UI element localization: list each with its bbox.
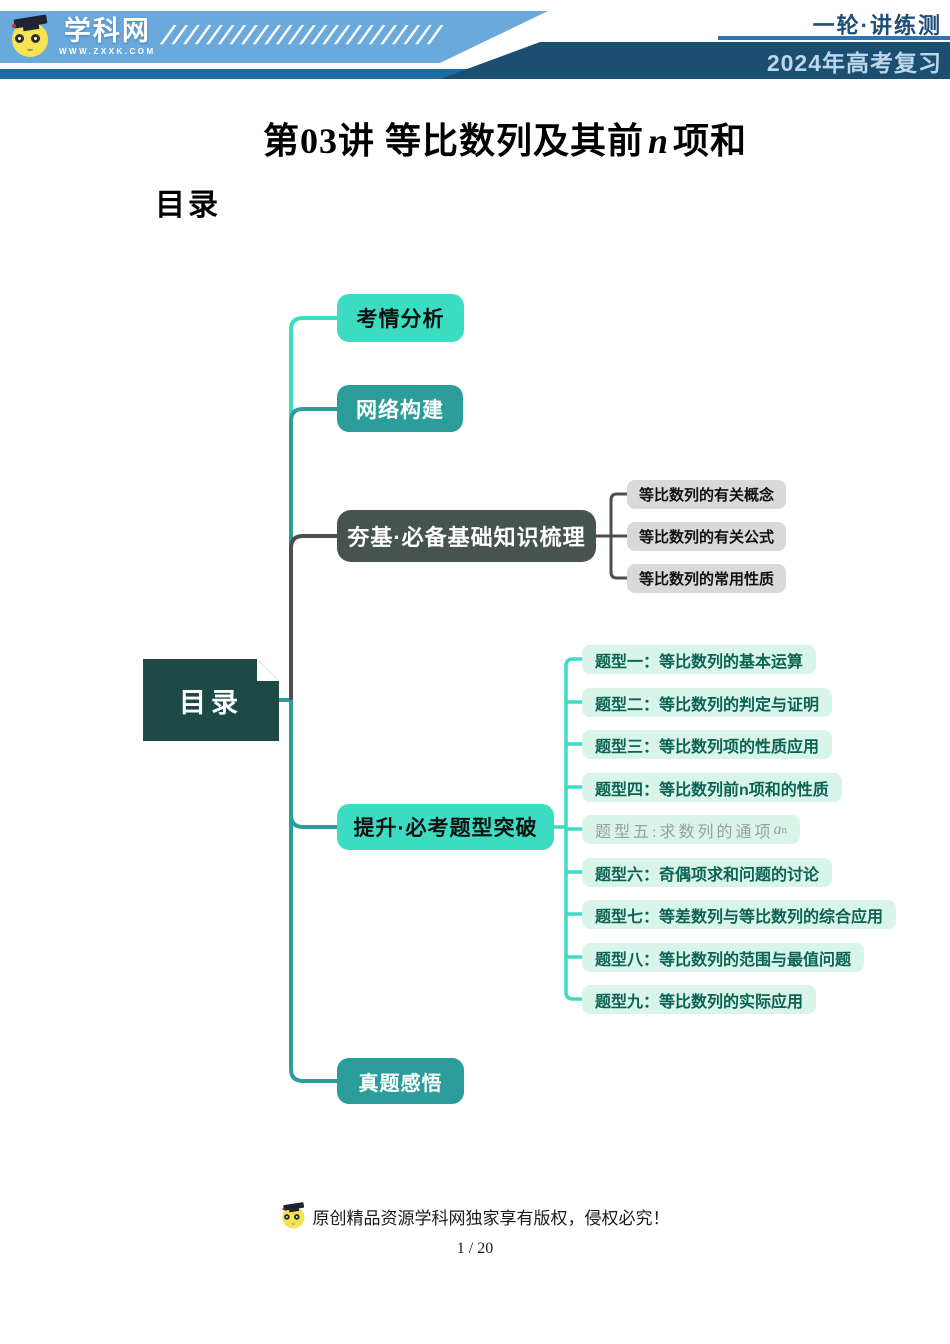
review-band: 2024年高考复习 bbox=[440, 42, 950, 79]
page-number: 1 / 20 bbox=[456, 1240, 494, 1257]
root-label: 目录 bbox=[179, 687, 243, 718]
mindmap-root-node: 目录 bbox=[143, 659, 279, 741]
zxxk-logo: 学科网 WWW.ZXXK.COM bbox=[10, 15, 156, 59]
series-label: 一轮·讲练测 bbox=[812, 13, 942, 38]
math-term: a bbox=[773, 820, 782, 838]
connector-line bbox=[289, 534, 337, 700]
title-math-variable: n bbox=[647, 121, 670, 161]
connector-line bbox=[289, 700, 337, 829]
brand-name: 学科网 bbox=[63, 16, 151, 46]
topic-item: 题型三：等比数列项的性质应用 bbox=[582, 730, 833, 759]
branch-key-question-types: 提升·必考题型突破 bbox=[337, 804, 554, 850]
topic-item: 题型一：等比数列的基本运算 bbox=[582, 645, 817, 674]
branch-foundation-knowledge: 夯基·必备基础知识梳理 bbox=[337, 510, 596, 562]
connector-line bbox=[289, 700, 337, 1083]
branch-network-build: 网络构建 bbox=[337, 385, 463, 432]
mascot-icon-small bbox=[280, 1202, 306, 1229]
series-underline bbox=[718, 36, 950, 40]
review-label: 2024年高考复习 bbox=[766, 49, 942, 76]
topic-item: 题型七：等差数列与等比数列的综合应用 bbox=[582, 900, 897, 929]
topic-item: 题型四：等比数列前n项和的性质 bbox=[582, 773, 842, 802]
logo-text: 学科网 WWW.ZXXK.COM bbox=[59, 18, 156, 56]
brand-url: WWW.ZXXK.COM bbox=[59, 47, 156, 56]
topic-item: 题型九：等比数列的实际应用 bbox=[582, 985, 817, 1014]
mascot-icon bbox=[10, 15, 52, 59]
copyright-footer: 原创精品资源学科网独家享有版权，侵权必究！ bbox=[0, 1202, 950, 1230]
title-text-after: 项和 bbox=[673, 121, 748, 161]
math-subscript: n bbox=[781, 823, 787, 836]
title-text-before: 第03讲 等比数列及其前 bbox=[262, 121, 644, 161]
connector-line bbox=[566, 700, 582, 959]
connector-line bbox=[289, 407, 337, 700]
branch-real-exam-insight: 真题感悟 bbox=[337, 1058, 464, 1104]
connector-line bbox=[289, 316, 337, 700]
branch-exam-analysis: 考情分析 bbox=[337, 294, 464, 342]
knowledge-item: 等比数列的有关概念 bbox=[627, 480, 787, 509]
header-banner: 学科网 WWW.ZXXK.COM ///////////////////////… bbox=[0, 11, 548, 63]
knowledge-item: 等比数列的常用性质 bbox=[627, 564, 787, 593]
topic-text: 题型五:求数列的通项 bbox=[595, 823, 774, 841]
header-stripe bbox=[0, 69, 470, 79]
topic-item: 题型二：等比数列的判定与证明 bbox=[582, 688, 833, 717]
toc-heading: 目录 bbox=[155, 189, 221, 222]
topic-item: 题型六：奇偶项求和问题的讨论 bbox=[582, 858, 833, 887]
topic-item: 题型八：等比数列的范围与最值问题 bbox=[582, 943, 865, 972]
knowledge-item: 等比数列的有关公式 bbox=[627, 522, 787, 551]
copyright-text: 原创精品资源学科网独家享有版权，侵权必究！ bbox=[312, 1208, 670, 1228]
